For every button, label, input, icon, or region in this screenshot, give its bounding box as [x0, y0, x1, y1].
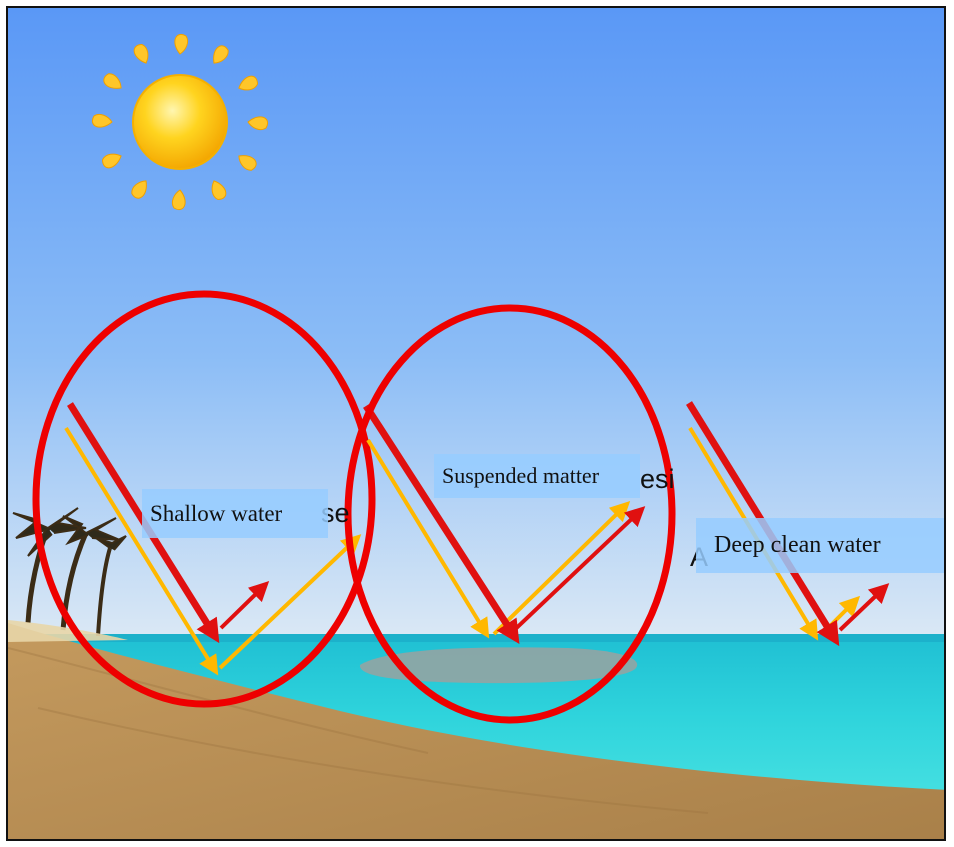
sun-icon: [92, 34, 268, 210]
shallow-water-circle: [32, 290, 376, 708]
ghost-text-suspended: esi: [640, 464, 675, 494]
diagram-frame: se esi A Shallow water Suspended matter …: [6, 6, 946, 841]
shallow-water-label: Shallow water: [142, 489, 328, 538]
suspended-matter-circle: [344, 304, 676, 724]
suspended-matter-patch: [359, 647, 638, 684]
beach-scene: [8, 8, 944, 839]
suspended-matter-label: Suspended matter: [434, 454, 640, 498]
horizon-line: [8, 634, 944, 642]
palm-tree-icon: [12, 507, 127, 637]
deep-clean-water-label: Deep clean water: [696, 518, 944, 573]
sandy-seabed: [8, 623, 944, 839]
